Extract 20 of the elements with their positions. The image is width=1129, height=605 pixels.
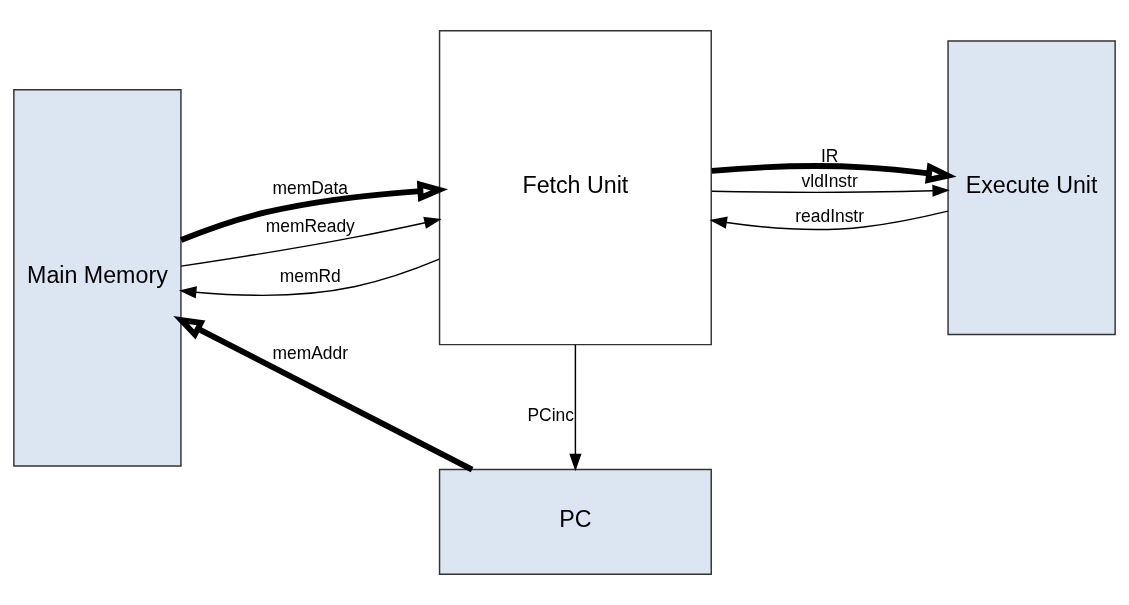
edge-label: PCinc	[527, 405, 574, 426]
arrow	[569, 344, 582, 472]
edge-label: memRd	[279, 265, 341, 286]
arrow	[711, 162, 957, 184]
edge-label: memReady	[265, 216, 355, 237]
node-box: PC	[438, 468, 712, 575]
arrow	[709, 210, 949, 231]
arrow	[711, 184, 950, 197]
edge-label: readInstr	[795, 206, 865, 227]
node-box: Execute Unit	[947, 40, 1116, 336]
edge-label: memAddr	[272, 342, 348, 363]
edge-label: memData	[272, 178, 348, 199]
edge-label: IR	[820, 146, 839, 167]
node-box: Fetch Unit	[438, 30, 712, 346]
arrow	[180, 216, 442, 267]
arrow	[179, 258, 441, 299]
node-box: Main Memory	[13, 88, 182, 467]
arrow	[180, 180, 449, 243]
edge-label: vldInstr	[801, 171, 858, 192]
arrow	[173, 316, 474, 473]
